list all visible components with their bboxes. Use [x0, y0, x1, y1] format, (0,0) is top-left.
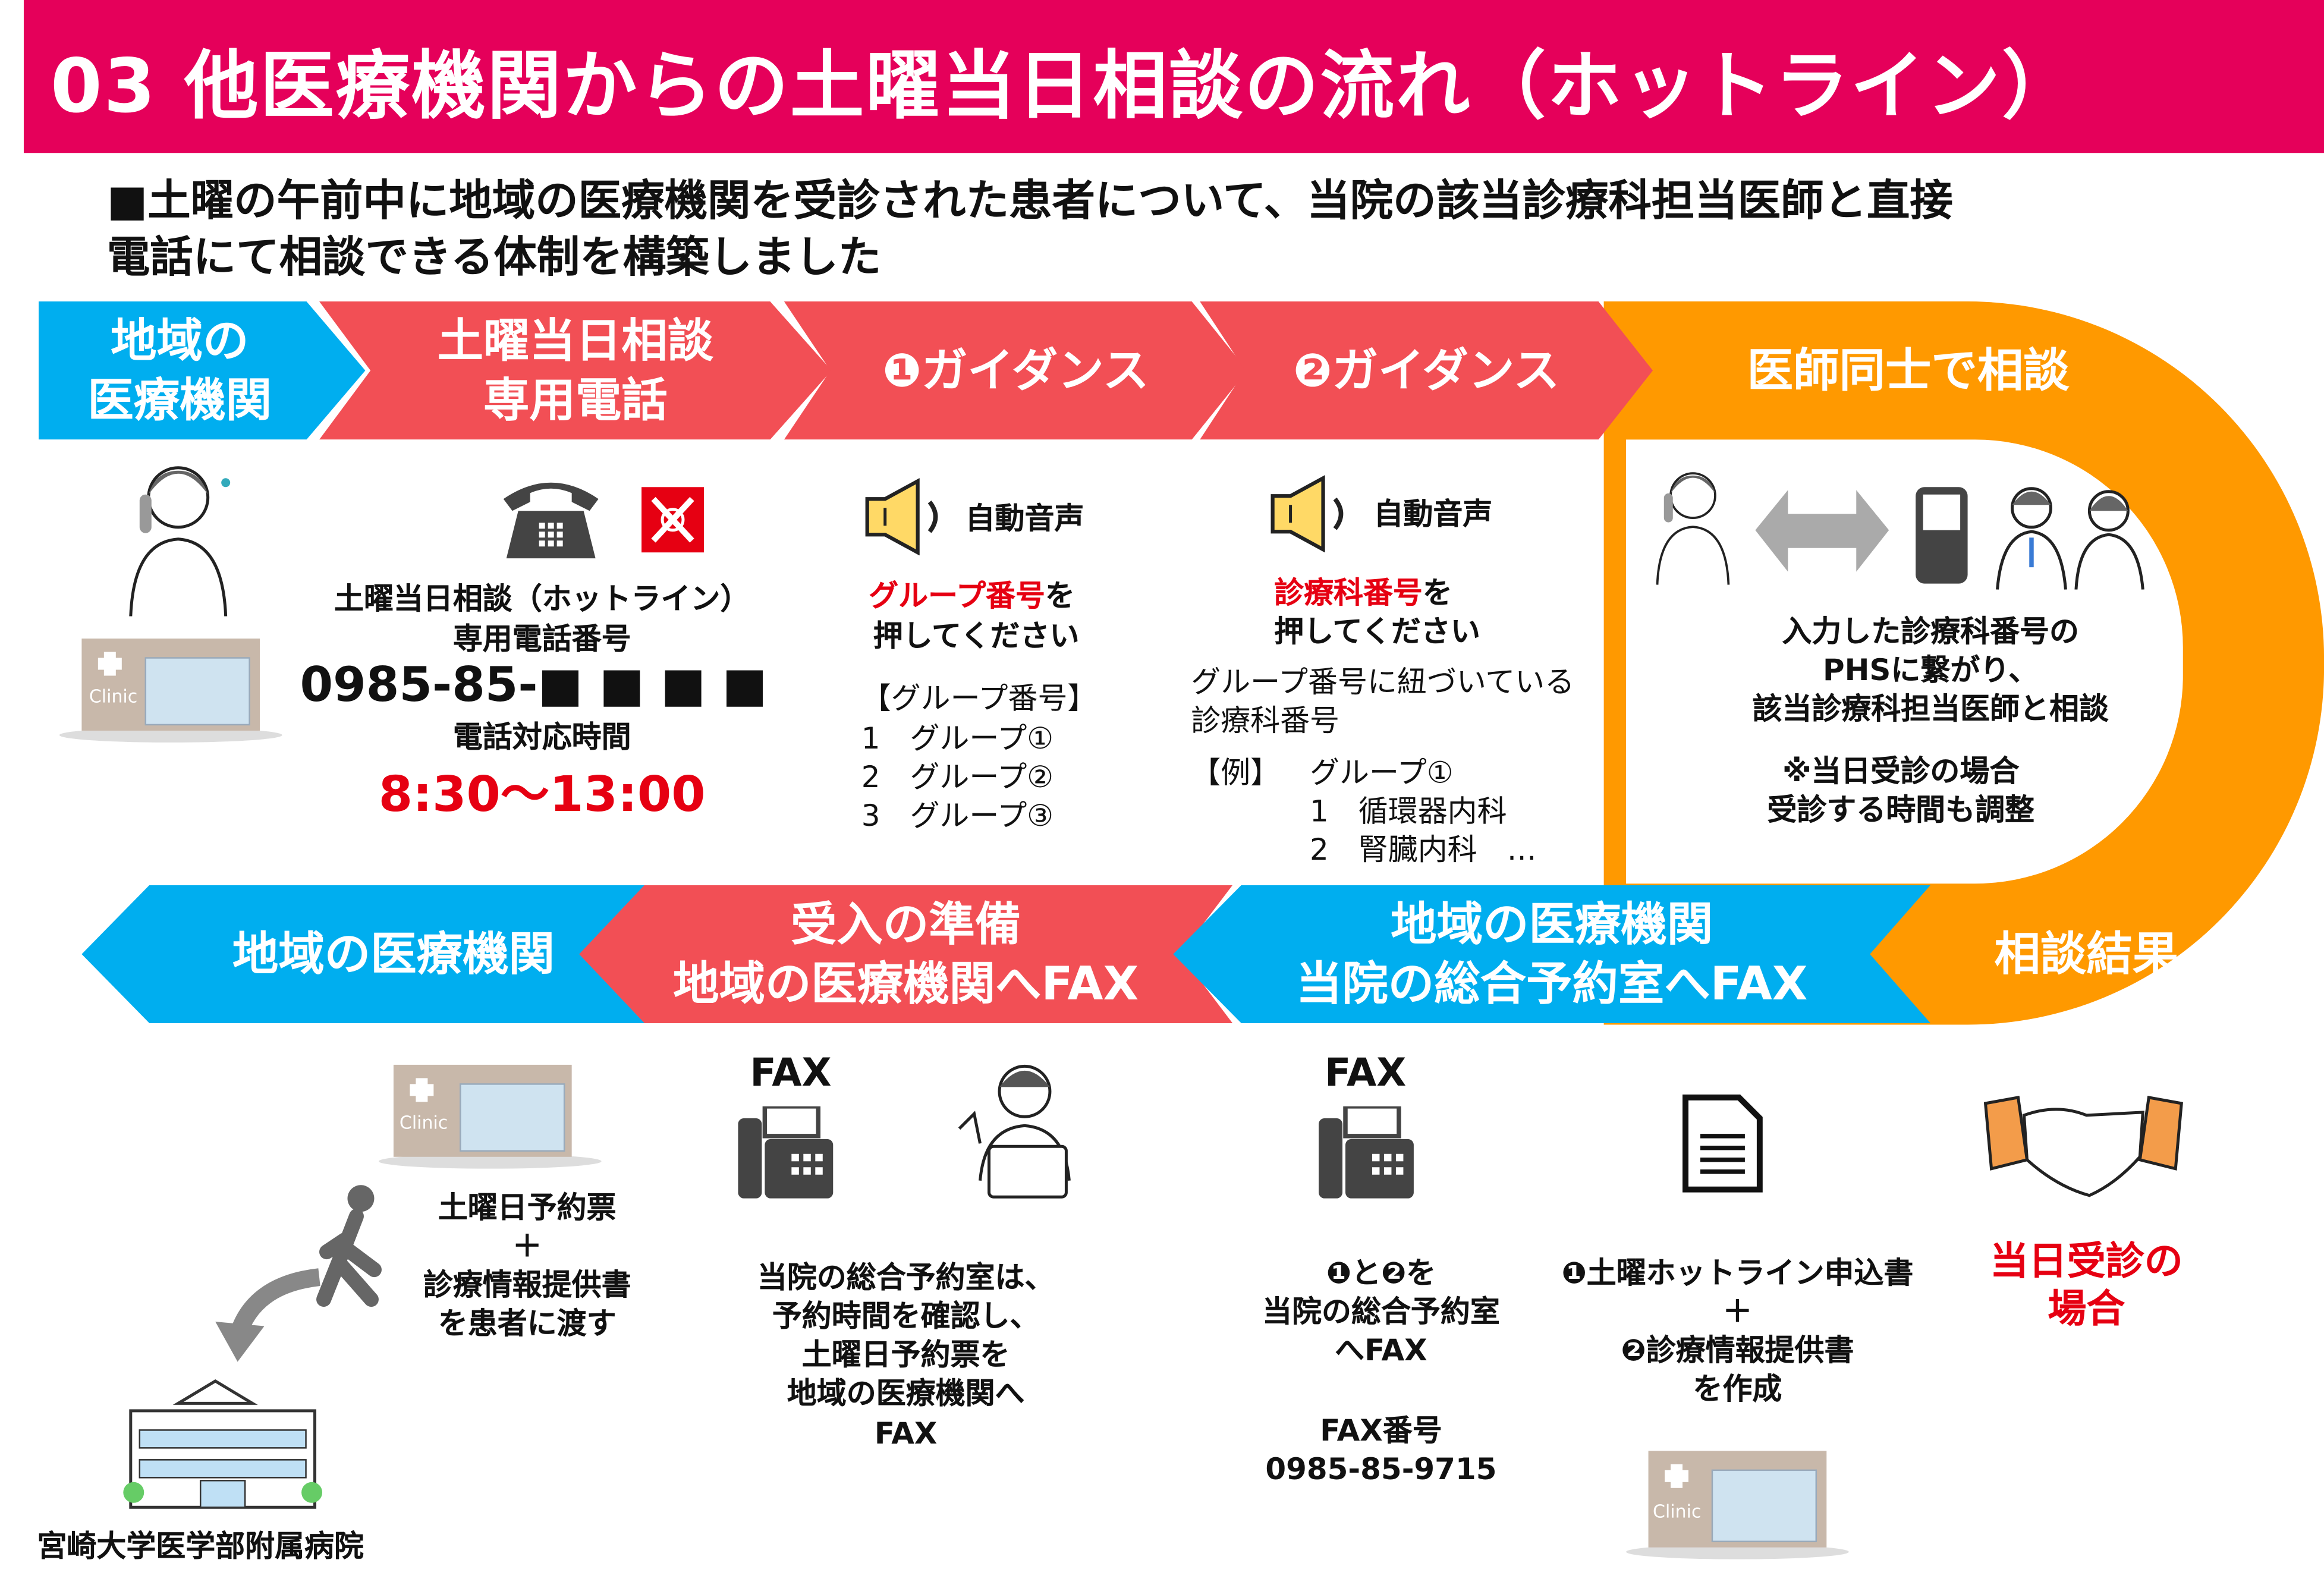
phs-phone-icon [1916, 487, 1968, 584]
group-list-title: 【グループ番号】 [861, 680, 1097, 716]
operator-at-laptop-icon [948, 1054, 1103, 1203]
hotline-label: 土曜当日相談（ホットライン） [334, 580, 750, 617]
university-hospital-icon [119, 1373, 327, 1514]
consult-desc: 該当診療科担当医師と相談 [1752, 690, 2109, 727]
group-item: 3 グループ③ [861, 797, 1054, 834]
handover-text: ＋ [512, 1228, 542, 1264]
document-icon [1683, 1094, 1763, 1193]
docs-text: ❷診療情報提供書 [1621, 1332, 1854, 1368]
doctors-icon [1990, 478, 2153, 590]
reserve-text: 予約時間を確認し、 [772, 1298, 1040, 1334]
example-item: 1 循環器内科 [1310, 793, 1507, 829]
hotline-number-label: 専用電話番号 [452, 621, 631, 657]
fax-machine-icon [1319, 1106, 1415, 1199]
walking-patient-icon [208, 1181, 416, 1366]
fax-label: FAX [1325, 1051, 1407, 1096]
guidance-2-instruction: 診療科番号を [1274, 574, 1452, 611]
reserve-text: 土曜日予約票を [801, 1337, 1010, 1372]
handshake-icon [1983, 1095, 2185, 1202]
fax-number: 0985-85-9715 [1265, 1451, 1497, 1487]
guidance-1-instruction: グループ番号を [869, 577, 1075, 614]
send-text: へFAX [1335, 1332, 1427, 1368]
clinic-building-icon: Clinic [59, 631, 282, 743]
guidance-2-press: 押してください [1274, 613, 1480, 649]
send-text: ❶と❷を [1326, 1254, 1436, 1291]
page-title: 03 他医療機関からの土曜当日相談の流れ（ホットライン） [50, 43, 2078, 130]
hospital-name: 宮崎大学医学部附属病院 [37, 1528, 364, 1564]
same-day-label: 場合 [2048, 1287, 2125, 1332]
docs-text: ＋ [1722, 1293, 1753, 1329]
fax-label: FAX [750, 1051, 832, 1096]
flow-step-hotline: 土曜当日相談専用電話 [319, 301, 832, 440]
example-group: グループ① [1310, 754, 1454, 790]
subtitle-line-2: 電話にて相談できる体制を構築しました [106, 231, 882, 282]
reserve-text: 当院の総合予約室は、 [757, 1259, 1055, 1295]
consult-note: ※当日受診の場合 [1782, 753, 2020, 789]
auto-voice-label: 自動音声 [965, 500, 1084, 536]
clinic-building-icon: Clinic [378, 1057, 602, 1169]
reserve-text: FAX [874, 1415, 938, 1451]
fax-number-label: FAX番号 [1320, 1412, 1442, 1448]
flow-step-guidance-2: ❷ガイダンス [1200, 301, 1653, 440]
subtitle-line-1: ■土曜の午前中に地域の医療機関を受診された患者について、当院の該当診療科担当医師… [106, 175, 1953, 226]
hotline-number: 0985-85-■ ■ ■ ■ [300, 656, 768, 713]
hours-label: 電話対応時間 [452, 718, 631, 754]
red-pictogram-icon [641, 487, 704, 553]
flow-return-prep: 受入の準備地域の医療機関へFAX [579, 885, 1233, 1023]
speaker-icon [1270, 475, 1362, 553]
handover-text: 診療情報提供書 [423, 1266, 631, 1303]
clinic-building-icon: Clinic [1626, 1444, 1849, 1559]
flow-return-fax: 地域の医療機関当院の総合予約室へFAX [1173, 885, 1931, 1023]
example-label: 【例】 [1191, 754, 1281, 790]
handover-text: を患者に渡す [438, 1305, 617, 1341]
guidance-2-desc: 診療科番号 [1191, 702, 1340, 738]
group-item: 1 グループ① [861, 720, 1054, 756]
consult-desc: 入力した診療科番号の [1782, 613, 2079, 649]
guidance-1-press: 押してください [873, 618, 1080, 654]
doctor-on-phone-icon [119, 453, 238, 617]
speaker-icon [864, 478, 957, 556]
double-arrow-icon [1755, 490, 1889, 572]
flow-step-guidance-1: ❶ガイダンス [784, 301, 1248, 440]
hours-value: 8:30〜13:00 [378, 765, 706, 823]
auto-voice-label: 自動音声 [1373, 496, 1493, 532]
telephone-icon [498, 472, 605, 561]
docs-text: ❶土曜ホットライン申込書 [1561, 1254, 1914, 1291]
flow-step-doctors: 医師同士で相談 [1747, 344, 2070, 398]
title-bar [23, 0, 2324, 153]
flow-step-clinic: 地域の医療機関 [38, 301, 366, 440]
consult-note: 受診する時間も調整 [1767, 791, 2034, 828]
docs-text: を作成 [1693, 1370, 1782, 1407]
send-text: 当院の総合予約室 [1262, 1293, 1500, 1329]
fax-machine-icon [738, 1106, 834, 1199]
example-item: 2 腎臓内科 … [1310, 831, 1537, 867]
consult-desc: PHSに繋がり、 [1823, 652, 2039, 688]
same-day-label: 当日受診の [1990, 1240, 2183, 1285]
svg-text:Clinic: Clinic [1653, 1502, 1701, 1523]
svg-text:Clinic: Clinic [400, 1112, 448, 1133]
flow-return-result: 相談結果 [1994, 927, 2179, 981]
handover-text: 土曜日予約票 [438, 1189, 617, 1225]
svg-text:Clinic: Clinic [89, 686, 137, 707]
doctor-on-phone-icon [1649, 453, 1738, 594]
reserve-text: 地域の医療機関へ [787, 1375, 1025, 1411]
group-item: 2 グループ② [861, 759, 1054, 795]
guidance-2-desc: グループ番号に紐づいている [1191, 663, 1575, 700]
flow-return-clinic: 地域の医療機関 [81, 885, 646, 1023]
